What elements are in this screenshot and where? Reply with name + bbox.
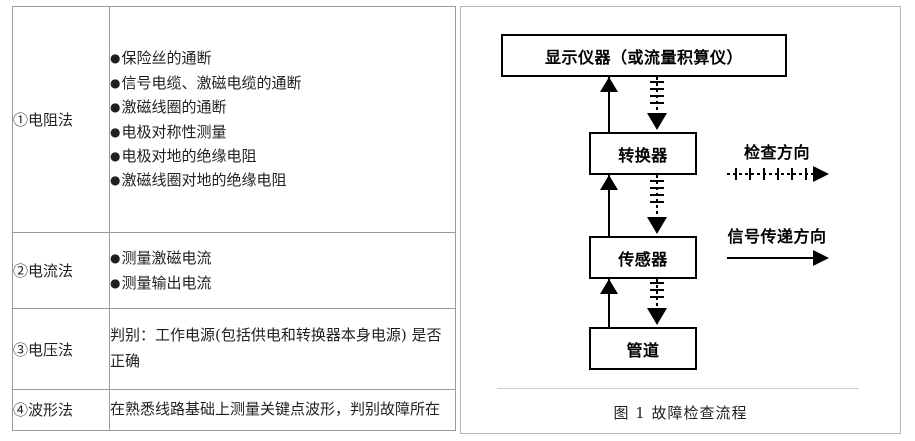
list-item-text: 测量输出电流 [121, 273, 212, 292]
list-item-text: 保险丝的通断 [121, 49, 212, 68]
bullet-list: ●测量激磁电流 ●测量输出电流 [110, 246, 455, 295]
inspection-arrow-display-to-converter [646, 77, 668, 132]
flow-diagram-panel: 显示仪器（或流量积算仪） 转换器 传感器 [460, 6, 901, 434]
method-content-waveform: 在熟悉线路基础上测量关键点波形，判别故障所在 [109, 388, 456, 432]
arrow-tick [650, 289, 664, 291]
arrow-head-icon [647, 308, 667, 325]
method-table-panel: ①电阻法 ●保险丝的通断 ●信号电缆、激磁电缆的通断 ●激磁线圈的通断 ●电极对… [12, 5, 456, 432]
arrow-tick [805, 168, 807, 180]
flow-box-display: 显示仪器（或流量积算仪） [501, 34, 787, 77]
table-row: ②电流法 ●测量激磁电流 ●测量输出电流 [12, 232, 456, 310]
signal-arrow-converter-to-display [598, 77, 620, 132]
arrow-tick [650, 95, 664, 97]
paragraph-text: 在熟悉线路基础上测量关键点波形，判别故障所在 [110, 400, 441, 419]
bullet-dot-icon: ● [110, 148, 121, 163]
legend-arrow-inspection [709, 165, 845, 185]
arrow-head-icon [647, 217, 667, 234]
arrow-shaft [656, 279, 658, 312]
arrow-shaft [656, 77, 658, 117]
fault-method-table: ①电阻法 ●保险丝的通断 ●信号电缆、激磁电缆的通断 ●激磁线圈的通断 ●电极对… [12, 5, 456, 432]
list-item-text: 信号电缆、激磁电缆的通断 [121, 73, 302, 92]
arrow-tick [777, 168, 779, 180]
inspection-arrow-converter-to-sensor [646, 175, 668, 236]
list-item: ●电极对地的绝缘电阻 [110, 144, 455, 168]
flow-box-converter: 转换器 [589, 132, 697, 175]
list-item-text: 激磁线圈的通断 [121, 98, 227, 117]
arrow-shaft [727, 173, 813, 175]
arrow-tick [650, 194, 664, 196]
arrow-tick [650, 201, 664, 203]
legend-label-inspection: 检查方向 [743, 143, 810, 162]
arrow-tick [650, 282, 664, 284]
legend-signal-direction: 信号传递方向 [701, 223, 853, 269]
bullet-dot-icon: ● [110, 51, 121, 66]
inspection-arrow-sensor-to-pipe [646, 279, 668, 327]
arrow-shaft [608, 77, 610, 132]
list-item: ●测量激磁电流 [110, 246, 455, 270]
caption-divider [497, 388, 859, 389]
arrow-shaft [608, 175, 610, 236]
bullet-dot-icon: ● [110, 251, 121, 266]
paragraph-text: 判别：工作电源(包括供电和转换器本身电源) 是否正确 [110, 326, 442, 371]
flow-box-pipe: 管道 [589, 327, 697, 370]
list-item: ●测量输出电流 [110, 271, 455, 295]
arrow-shaft [608, 279, 610, 327]
arrow-tick [650, 296, 664, 298]
legend-inspection-direction: 检查方向 [709, 139, 845, 185]
method-label-current: ②电流法 [12, 232, 110, 310]
arrow-tick [791, 168, 793, 180]
list-item-text: 测量激磁电流 [121, 249, 212, 268]
flow-box-sensor: 传感器 [589, 236, 697, 279]
table-row: ③电压法 判别：工作电源(包括供电和转换器本身电源) 是否正确 [12, 308, 456, 390]
method-content-voltage: 判别：工作电源(包括供电和转换器本身电源) 是否正确 [109, 308, 456, 390]
arrow-tick [650, 88, 664, 90]
arrow-tick [763, 168, 765, 180]
list-item: ●激磁线圈的通断 [110, 95, 455, 119]
legend-arrow-signal [701, 249, 853, 269]
arrow-head-icon [813, 166, 829, 182]
arrow-tick [650, 102, 664, 104]
table-row: ④波形法 在熟悉线路基础上测量关键点波形，判别故障所在 [12, 388, 456, 432]
arrow-tick [650, 187, 664, 189]
arrow-tick [650, 180, 664, 182]
bullet-dot-icon: ● [110, 173, 121, 188]
method-label-resistance: ①电阻法 [12, 5, 110, 234]
table-row: ①电阻法 ●保险丝的通断 ●信号电缆、激磁电缆的通断 ●激磁线圈的通断 ●电极对… [12, 5, 456, 234]
list-item: ●保险丝的通断 [110, 46, 455, 70]
bullet-list: ●保险丝的通断 ●信号电缆、激磁电缆的通断 ●激磁线圈的通断 ●电极对称性测量 … [110, 46, 455, 193]
list-item: ●信号电缆、激磁电缆的通断 [110, 71, 455, 95]
method-content-current: ●测量激磁电流 ●测量输出电流 [109, 232, 456, 310]
arrow-head-icon [600, 279, 618, 294]
arrow-tick [735, 168, 737, 180]
list-item-text: 电极对称性测量 [121, 122, 227, 141]
list-item: ●电极对称性测量 [110, 120, 455, 144]
bullet-dot-icon: ● [110, 75, 121, 90]
method-label-waveform: ④波形法 [12, 388, 110, 432]
arrow-shaft [656, 175, 658, 221]
arrow-shaft [727, 257, 813, 259]
list-item-text: 电极对地的绝缘电阻 [121, 146, 257, 165]
signal-arrow-sensor-to-converter [598, 175, 620, 236]
arrow-tick [749, 168, 751, 180]
arrow-head-icon [600, 175, 618, 190]
legend-label-signal: 信号传递方向 [727, 227, 827, 246]
method-label-voltage: ③电压法 [12, 308, 110, 390]
list-item: ●激磁线圈对地的绝缘电阻 [110, 168, 455, 192]
arrow-head-icon [600, 77, 618, 92]
method-content-resistance: ●保险丝的通断 ●信号电缆、激磁电缆的通断 ●激磁线圈的通断 ●电极对称性测量 … [109, 5, 456, 234]
figure-caption: 图 1 故障检查流程 [613, 404, 748, 422]
arrow-head-icon [647, 113, 667, 130]
bullet-dot-icon: ● [110, 124, 121, 139]
arrow-head-icon [813, 250, 829, 266]
signal-arrow-pipe-to-sensor [598, 279, 620, 327]
bullet-dot-icon: ● [110, 275, 121, 290]
arrow-tick [650, 81, 664, 83]
list-item-text: 激磁线圈对地的绝缘电阻 [121, 171, 287, 190]
bullet-dot-icon: ● [110, 100, 121, 115]
